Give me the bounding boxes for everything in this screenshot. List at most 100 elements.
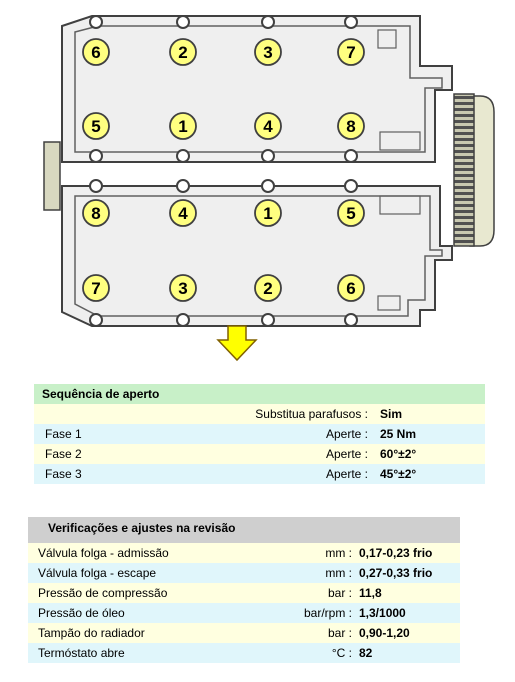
bolt-lower-bottom-1: 7 — [82, 274, 110, 302]
checks-row: Pressão de óleo bar/rpm : 1,3/1000 — [28, 603, 460, 623]
mounting-eye — [344, 179, 358, 193]
torque-row-label: Fase 1 — [45, 427, 82, 441]
mounting-eyes — [89, 15, 358, 327]
checks-row-unit: mm : — [325, 546, 352, 560]
bolt-number: 7 — [91, 279, 100, 298]
checks-row-label: Tampão do radiador — [38, 626, 145, 640]
mounting-eye — [89, 313, 103, 327]
bolt-number: 6 — [346, 279, 355, 298]
bolt-number: 3 — [263, 43, 272, 62]
bolt-group: 6 2 3 7 5 1 4 8 8 4 1 5 7 3 2 6 — [82, 38, 365, 302]
bolt-lower-top-1: 8 — [82, 199, 110, 227]
mounting-eye — [176, 15, 190, 29]
torque-row-value: 25 Nm — [380, 427, 417, 441]
mounting-eye — [176, 313, 190, 327]
mounting-eye — [261, 15, 275, 29]
lower-tab — [377, 295, 401, 311]
torque-row-value: 45°±2° — [380, 467, 417, 481]
mounting-eye — [176, 149, 190, 163]
mounting-eye — [176, 179, 190, 193]
checks-row-value: 82 — [359, 646, 373, 660]
mounting-eye — [89, 15, 103, 29]
checks-row: Válvula folga - escape mm : 0,27-0,33 frio — [28, 563, 460, 583]
bolt-lower-bottom-3: 2 — [254, 274, 282, 302]
bolt-lower-bottom-2: 3 — [169, 274, 197, 302]
bolt-upper-bottom-3: 4 — [254, 112, 282, 140]
mounting-eye — [261, 179, 275, 193]
checks-row-label: Pressão de compressão — [38, 586, 168, 600]
bolt-number: 5 — [91, 117, 100, 136]
bolt-number: 2 — [178, 43, 187, 62]
torque-row-label: Fase 2 — [45, 447, 82, 461]
mounting-eye — [261, 313, 275, 327]
cylinder-head-diagram: 6 2 3 7 5 1 4 8 8 4 1 5 7 3 2 6 — [43, 15, 495, 362]
checks-row-label: Pressão de óleo — [38, 606, 125, 620]
checks-row: Termóstato abre °C : 82 — [28, 643, 460, 663]
lower-tab-left — [379, 195, 421, 215]
checks-row-value: 0,90-1,20 — [359, 626, 410, 640]
checks-row-unit: mm : — [325, 566, 352, 580]
upper-tab — [377, 29, 397, 49]
checks-row-unit: bar/rpm : — [303, 606, 352, 620]
mounting-eye — [344, 15, 358, 29]
bolt-upper-bottom-2: 1 — [169, 112, 197, 140]
bolt-upper-top-3: 3 — [254, 38, 282, 66]
torque-row-key: Substitua parafusos : — [255, 407, 368, 421]
bolt-upper-bottom-4: 8 — [337, 112, 365, 140]
torque-row-key: Aperte : — [325, 467, 368, 481]
bolt-number: 5 — [346, 204, 355, 223]
bolt-upper-top-4: 7 — [337, 38, 365, 66]
checks-table-title: Verificações e ajustes na revisão — [28, 517, 460, 543]
bolt-number: 4 — [178, 204, 188, 223]
bolt-number: 7 — [346, 43, 355, 62]
torque-row-label: Fase 3 — [45, 467, 82, 481]
bolt-lower-bottom-4: 6 — [337, 274, 365, 302]
bolt-number: 6 — [91, 43, 100, 62]
gear-cover — [469, 95, 495, 247]
bolt-upper-top-1: 6 — [82, 38, 110, 66]
checks-row-value: 0,27-0,33 frio — [359, 566, 433, 580]
mounting-eye — [89, 149, 103, 163]
checks-row-label: Válvula folga - escape — [38, 566, 157, 580]
mounting-eye — [344, 313, 358, 327]
torque-row: Substitua parafusos : Sim — [34, 404, 485, 424]
checks-table: Verificações e ajustes na revisão Válvul… — [28, 517, 460, 663]
torque-row: Fase 2 Aperte : 60°±2° — [34, 444, 485, 464]
bolt-number: 8 — [91, 204, 100, 223]
upper-tab-right — [379, 131, 421, 151]
checks-row-unit: bar : — [327, 586, 352, 600]
bolt-number: 8 — [346, 117, 355, 136]
bolt-upper-top-2: 2 — [169, 38, 197, 66]
mounting-eye — [344, 149, 358, 163]
torque-row-value: Sim — [380, 407, 403, 421]
bolt-upper-bottom-1: 5 — [82, 112, 110, 140]
down-arrow-icon — [216, 325, 258, 362]
torque-table-title: Sequência de aperto — [34, 384, 485, 404]
left-block — [43, 141, 61, 211]
bolt-number: 1 — [263, 204, 272, 223]
torque-row-key: Aperte : — [325, 447, 368, 461]
gear-teeth — [453, 93, 475, 247]
torque-row-key: Aperte : — [325, 427, 368, 441]
bolt-lower-top-2: 4 — [169, 199, 197, 227]
bolt-lower-top-4: 5 — [337, 199, 365, 227]
upper-head-inner — [74, 25, 443, 153]
bolt-number: 3 — [178, 279, 187, 298]
checks-row-label: Termóstato abre — [38, 646, 125, 660]
torque-row: Fase 3 Aperte : 45°±2° — [34, 464, 485, 484]
torque-row-value: 60°±2° — [380, 447, 417, 461]
bolt-number: 4 — [263, 117, 273, 136]
bolt-lower-top-3: 1 — [254, 199, 282, 227]
checks-row-label: Válvula folga - admissão — [38, 546, 169, 560]
mounting-eye — [89, 179, 103, 193]
mounting-eye — [261, 149, 275, 163]
checks-row-unit: °C : — [331, 646, 352, 660]
bolt-number: 2 — [263, 279, 272, 298]
upper-head-outline — [61, 15, 453, 163]
checks-row-value: 1,3/1000 — [359, 606, 406, 620]
torque-row: Fase 1 Aperte : 25 Nm — [34, 424, 485, 444]
bolt-number: 1 — [178, 117, 187, 136]
